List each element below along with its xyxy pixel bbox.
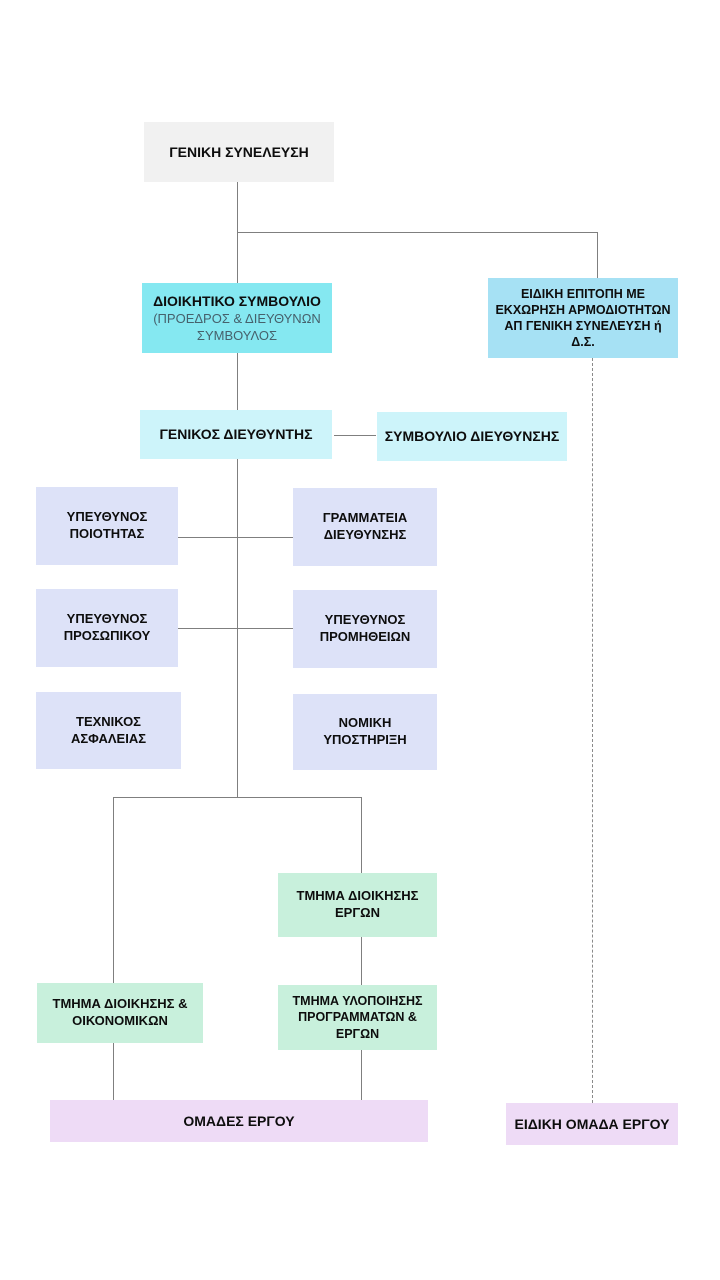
node-personnel-manager-label: ΥΠΕΥΘΥΝΟΣ ΠΡΟΣΩΠΙΚΟΥ: [63, 611, 151, 643]
node-project-management-dept-label: ΤΜΗΜΑ ΔΙΟΙΚΗΣΗΣ ΕΡΓΩΝ: [296, 888, 419, 920]
node-safety-technician: ΤΕΧΝΙΚΟΣ ΑΣΦΑΛΕΙΑΣ: [36, 692, 181, 769]
node-management-secretariat: ΓΡΑΜΜΑΤΕΙΑ ΔΙΕΥΘΥΝΣΗΣ: [293, 488, 437, 566]
connector-dept-branch: [113, 797, 361, 798]
node-project-teams-label: ΟΜΑΔΕΣ ΕΡΓΟΥ: [183, 1112, 295, 1129]
node-personnel-manager: ΥΠΕΥΘΥΝΟΣ ΠΡΟΣΩΠΙΚΟΥ: [36, 589, 178, 667]
connector-row1: [178, 537, 293, 538]
node-programs-projects-dept: ΤΜΗΜΑ ΥΛΟΠΟΙΗΣΗΣ ΠΡΟΓΡΑΜΜΑΤΩΝ & ΕΡΓΩΝ: [278, 985, 437, 1050]
node-board-label: ΔΙΟΙΚΗΤΙΚΟ ΣΥΜΒΟΥΛΙΟ: [153, 293, 321, 310]
node-quality-manager-label: ΥΠΕΥΘΥΝΟΣ ΠΟΙΟΤΗΤΑΣ: [66, 509, 148, 541]
node-legal-support: ΝΟΜΙΚΗ ΥΠΟΣΤΗΡΙΞΗ: [293, 694, 437, 770]
connector-row2: [178, 628, 293, 629]
node-special-project-team-label: ΕΙΔΙΚΗ ΟΜΑΔΑ ΕΡΓΟΥ: [514, 1115, 670, 1132]
connector-dashed-special: [592, 358, 593, 1103]
node-management-council: ΣΥΜΒΟΥΛΙΟ ΔΙΕΥΘΥΝΣΗΣ: [377, 412, 567, 461]
node-special-project-team: ΕΙΔΙΚΗ ΟΜΑΔΑ ΕΡΓΟΥ: [506, 1103, 678, 1145]
node-project-management-dept: ΤΜΗΜΑ ΔΙΟΙΚΗΣΗΣ ΕΡΓΩΝ: [278, 873, 437, 937]
connector-board-to-gm: [237, 353, 238, 410]
connector-programs-to-teams: [361, 1050, 362, 1100]
connector-right-dept-down-lower: [361, 937, 362, 985]
node-programs-projects-dept-label: ΤΜΗΜΑ ΥΛΟΠΟΙΗΣΗΣ ΠΡΟΓΡΑΜΜΑΤΩΝ & ΕΡΓΩΝ: [292, 994, 423, 1041]
node-project-teams: ΟΜΑΔΕΣ ΕΡΓΟΥ: [50, 1100, 428, 1142]
connector-right-dept-down-upper: [361, 797, 362, 873]
node-general-assembly: ΓΕΝΙΚΗ ΣΥΝΕΛΕΥΣΗ: [144, 122, 334, 182]
node-special-committee: ΕΙΔΙΚΗ ΕΠΙΤΟΠΗ ΜΕ ΕΚΧΩΡΗΣΗ ΑΡΜΟΔΙΟΤΗΤΩΝ …: [488, 278, 678, 358]
node-quality-manager: ΥΠΕΥΘΥΝΟΣ ΠΟΙΟΤΗΤΑΣ: [36, 487, 178, 565]
connector-assembly-branch: [237, 232, 597, 233]
node-general-assembly-label: ΓΕΝΙΚΗ ΣΥΝΕΛΕΥΣΗ: [169, 143, 309, 160]
connector-left-dept-down: [113, 797, 114, 983]
node-general-manager-label: ΓΕΝΙΚΟΣ ΔΙΕΥΘΥΝΤΗΣ: [159, 426, 313, 443]
connector-to-board: [237, 232, 238, 283]
connector-to-special-committee: [597, 232, 598, 278]
node-procurement-manager-label: ΥΠΕΥΘΥΝΟΣ ΠΡΟΜΗΘΕΙΩΝ: [319, 612, 411, 644]
node-legal-support-label: ΝΟΜΙΚΗ ΥΠΟΣΤΗΡΙΞΗ: [323, 715, 407, 747]
connector-assembly-down: [237, 182, 238, 232]
node-board: ΔΙΟΙΚΗΤΙΚΟ ΣΥΜΒΟΥΛΙΟ (ΠΡΟΕΔΡΟΣ & ΔΙΕΥΘΥΝ…: [142, 283, 332, 353]
node-management-council-label: ΣΥΜΒΟΥΛΙΟ ΔΙΕΥΘΥΝΣΗΣ: [384, 428, 560, 445]
node-safety-technician-label: ΤΕΧΝΙΚΟΣ ΑΣΦΑΛΕΙΑΣ: [70, 713, 147, 746]
node-board-subtitle: (ΠΡΟΕΔΡΟΣ & ΔΙΕΥΘΥΝΩΝ ΣΥΜΒΟΥΛΟΣ: [153, 311, 321, 343]
node-special-committee-label: ΕΙΔΙΚΗ ΕΠΙΤΟΠΗ ΜΕ ΕΚΧΩΡΗΣΗ ΑΡΜΟΔΙΟΤΗΤΩΝ …: [495, 286, 671, 350]
node-admin-finance-dept-label: ΤΜΗΜΑ ΔΙΟΙΚΗΣΗΣ & ΟΙΚΟΝΟΜΙΚΩΝ: [52, 996, 188, 1028]
connector-admin-to-teams: [113, 1043, 114, 1100]
node-management-secretariat-label: ΓΡΑΜΜΑΤΕΙΑ ΔΙΕΥΘΥΝΣΗΣ: [322, 510, 408, 542]
node-general-manager: ΓΕΝΙΚΟΣ ΔΙΕΥΘΥΝΤΗΣ: [140, 410, 332, 459]
node-procurement-manager: ΥΠΕΥΘΥΝΟΣ ΠΡΟΜΗΘΕΙΩΝ: [293, 590, 437, 668]
node-admin-finance-dept: ΤΜΗΜΑ ΔΙΟΙΚΗΣΗΣ & ΟΙΚΟΝΟΜΙΚΩΝ: [37, 983, 203, 1043]
connector-gm-to-council: [334, 435, 376, 436]
